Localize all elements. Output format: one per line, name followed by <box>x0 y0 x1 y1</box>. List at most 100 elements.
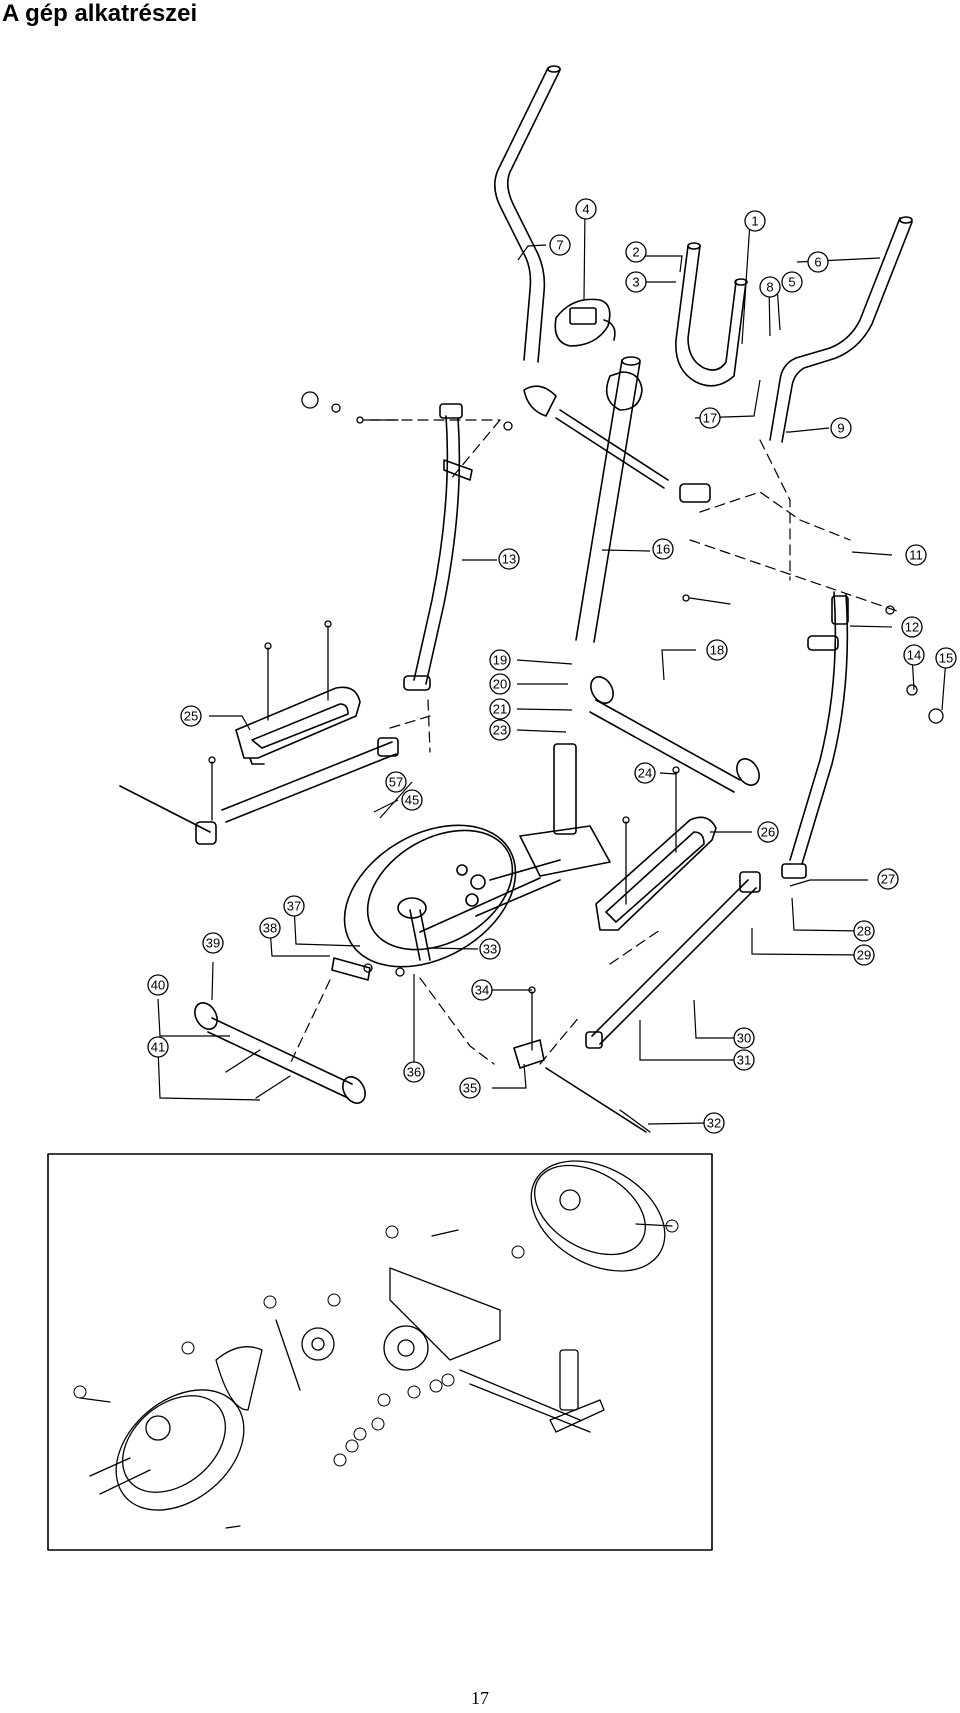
callout-circle <box>634 762 656 784</box>
callout-11: 11 <box>905 544 927 566</box>
callout-circle <box>575 198 597 220</box>
callout-circle <box>147 1036 169 1058</box>
callout-20: 20 <box>489 673 511 695</box>
callout-number: 24 <box>638 766 652 781</box>
callout-13: 13 <box>498 548 520 570</box>
callout-number: 40 <box>151 978 165 993</box>
callout-number: 41 <box>151 1040 165 1055</box>
callout-circle <box>403 1061 425 1083</box>
callout-circle <box>489 673 511 695</box>
callout-circle <box>757 821 779 843</box>
right-pedal-part <box>595 816 717 931</box>
callout-number: 25 <box>184 709 198 724</box>
crank-part <box>409 909 647 1133</box>
callout-27: 27 <box>877 868 899 890</box>
callout-8: 8 <box>759 276 781 298</box>
callout-2: 2 <box>625 241 647 263</box>
callout-35: 35 <box>459 1077 481 1099</box>
callout-number: 16 <box>656 542 670 557</box>
callout-circle <box>652 538 674 560</box>
callout-circle <box>901 616 923 638</box>
inset-drivetrain-detail <box>79 1160 673 1529</box>
callout-circle <box>489 649 511 671</box>
bolt-hardware <box>208 391 944 1133</box>
callout-leaders <box>157 208 947 1125</box>
callout-circle <box>479 938 501 960</box>
callout-circle <box>733 1027 755 1049</box>
callout-34: 34 <box>471 979 493 1001</box>
callout-number: 11 <box>909 548 923 563</box>
callout-19: 19 <box>489 649 511 671</box>
callout-23: 23 <box>489 719 511 741</box>
callout-number: 1 <box>751 214 758 229</box>
callout-number: 14 <box>907 648 921 663</box>
callout-33: 33 <box>479 938 501 960</box>
left-pedal-rail-part <box>119 737 399 845</box>
page-title: A gép alkatrészei <box>2 0 198 27</box>
callout-number: 6 <box>814 255 821 270</box>
callout-4: 4 <box>575 198 597 220</box>
main-mast-part <box>575 356 643 643</box>
callout-9: 9 <box>830 417 852 439</box>
callout-circle <box>853 920 875 942</box>
callout-number: 31 <box>737 1053 751 1068</box>
callout-37: 37 <box>283 895 305 917</box>
callout-number: 57 <box>389 775 403 790</box>
callout-number: 4 <box>582 202 589 217</box>
callout-31: 31 <box>733 1049 755 1071</box>
callout-number: 15 <box>939 651 953 666</box>
callout-number: 20 <box>493 677 507 692</box>
callout-circle <box>935 647 957 669</box>
lower-frame-part <box>419 743 611 933</box>
callout-number: 21 <box>493 702 507 717</box>
callout-circle <box>401 789 423 811</box>
callout-45: 45 <box>401 789 423 811</box>
callout-15: 15 <box>935 647 957 669</box>
callout-number: 38 <box>263 921 277 936</box>
callout-29: 29 <box>853 944 875 966</box>
callout-circle <box>733 1049 755 1071</box>
callout-circle <box>703 1112 725 1134</box>
callout-circle <box>625 241 647 263</box>
callout-12: 12 <box>901 616 923 638</box>
left-handlebar-part <box>494 65 561 363</box>
callout-7: 7 <box>549 234 571 256</box>
right-handlebar-part <box>769 216 913 443</box>
callout-25: 25 <box>180 705 202 727</box>
inset-frame <box>47 1153 713 1551</box>
callout-40: 40 <box>147 974 169 996</box>
callout-circle <box>781 271 803 293</box>
callout-circle <box>706 639 728 661</box>
callout-number: 28 <box>857 924 871 939</box>
callout-number: 9 <box>837 421 844 436</box>
callout-36: 36 <box>403 1061 425 1083</box>
callout-number: 7 <box>556 238 563 253</box>
left-arm-part <box>403 403 473 691</box>
callout-number: 35 <box>463 1081 477 1096</box>
callout-circle <box>498 548 520 570</box>
callout-24: 24 <box>634 762 656 784</box>
callout-number: 36 <box>407 1065 421 1080</box>
callout-circle <box>625 271 647 293</box>
callout-number: 26 <box>761 825 775 840</box>
callout-number: 2 <box>632 245 639 260</box>
callout-number: 13 <box>502 552 516 567</box>
callout-57: 57 <box>385 771 407 793</box>
callout-circle <box>489 719 511 741</box>
callout-number: 39 <box>206 936 220 951</box>
callout-26: 26 <box>757 821 779 843</box>
page-number: 17 <box>471 1688 489 1708</box>
callout-circle <box>905 544 927 566</box>
rear-stabiliser-part <box>194 957 371 1104</box>
callout-number: 17 <box>703 411 717 426</box>
callout-circle <box>903 644 925 666</box>
fixed-handlebar-part <box>675 242 748 387</box>
callout-number: 19 <box>493 653 507 668</box>
callout-number: 5 <box>788 275 795 290</box>
inset-label-markers <box>73 1219 679 1467</box>
callout-39: 39 <box>202 932 224 954</box>
callout-number: 23 <box>493 723 507 738</box>
callout-circle <box>759 276 781 298</box>
callout-number: 32 <box>707 1116 721 1131</box>
